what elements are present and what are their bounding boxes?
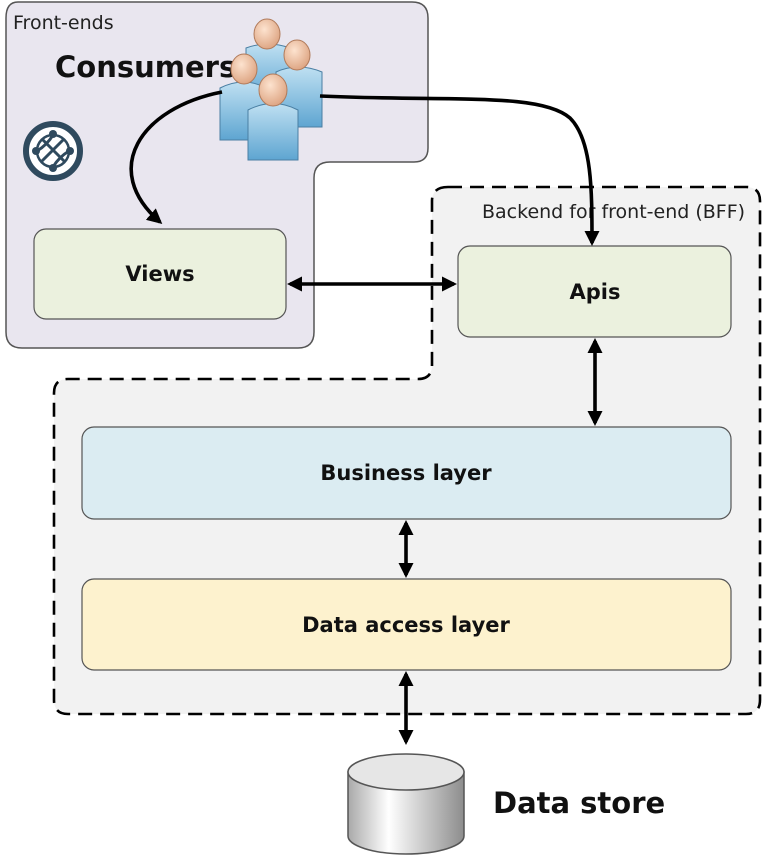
globe-network-icon [23, 121, 83, 181]
datastore-label: Data store [493, 786, 665, 820]
users-icon [219, 18, 323, 161]
apis-label: Apis [570, 280, 621, 304]
bff-label: Backend for front-end (BFF) [482, 201, 745, 223]
business-layer-label: Business layer [320, 461, 492, 485]
business-layer-box[interactable]: Business layer [81, 426, 732, 520]
data-access-layer-label: Data access layer [302, 613, 510, 637]
database-icon [347, 753, 465, 855]
consumers-to-views-arrow [129, 90, 223, 224]
views-box[interactable]: Views [33, 228, 287, 320]
data-access-layer-box[interactable]: Data access layer [81, 578, 732, 671]
consumers-to-apis-arrow [319, 94, 600, 247]
frontends-label: Front-ends [13, 12, 114, 34]
consumers-label: Consumers [55, 50, 236, 84]
views-label: Views [125, 262, 194, 286]
apis-box[interactable]: Apis [457, 245, 732, 338]
connectors [129, 90, 603, 746]
